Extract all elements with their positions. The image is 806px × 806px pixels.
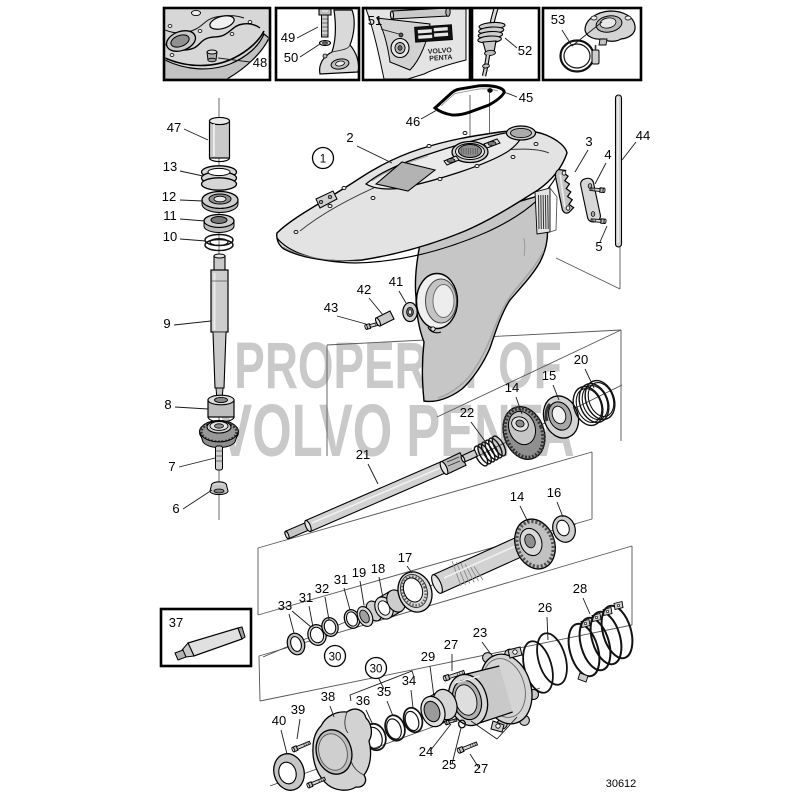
svg-text:9: 9 bbox=[163, 316, 170, 331]
svg-text:44: 44 bbox=[636, 128, 650, 143]
svg-text:30612: 30612 bbox=[606, 778, 637, 790]
svg-text:31: 31 bbox=[299, 590, 313, 605]
svg-text:27: 27 bbox=[444, 637, 458, 652]
svg-text:36: 36 bbox=[356, 693, 370, 708]
svg-text:35: 35 bbox=[377, 684, 391, 699]
svg-text:19: 19 bbox=[352, 565, 366, 580]
svg-text:51: 51 bbox=[368, 13, 382, 28]
svg-text:1: 1 bbox=[320, 154, 326, 166]
svg-text:42: 42 bbox=[357, 282, 371, 297]
svg-text:8: 8 bbox=[164, 397, 171, 412]
svg-text:29: 29 bbox=[421, 649, 435, 664]
svg-text:20: 20 bbox=[574, 352, 588, 367]
svg-text:4: 4 bbox=[604, 147, 611, 162]
svg-text:40: 40 bbox=[272, 713, 286, 728]
svg-text:37: 37 bbox=[169, 615, 183, 630]
svg-text:45: 45 bbox=[519, 90, 533, 105]
svg-text:6: 6 bbox=[172, 501, 179, 516]
svg-text:49: 49 bbox=[281, 30, 295, 45]
svg-text:50: 50 bbox=[284, 50, 298, 65]
svg-text:2: 2 bbox=[346, 130, 353, 145]
svg-text:53: 53 bbox=[551, 12, 565, 27]
svg-text:47: 47 bbox=[167, 120, 181, 135]
svg-text:30: 30 bbox=[329, 652, 342, 664]
svg-text:14: 14 bbox=[510, 489, 524, 504]
svg-text:30: 30 bbox=[370, 664, 383, 676]
svg-text:28: 28 bbox=[573, 581, 587, 596]
svg-text:34: 34 bbox=[402, 673, 416, 688]
svg-text:24: 24 bbox=[419, 744, 433, 759]
svg-text:52: 52 bbox=[518, 43, 532, 58]
svg-text:PENTA: PENTA bbox=[429, 54, 453, 63]
svg-text:41: 41 bbox=[389, 274, 403, 289]
svg-text:38: 38 bbox=[321, 689, 335, 704]
svg-text:12: 12 bbox=[162, 189, 176, 204]
svg-text:7: 7 bbox=[168, 459, 175, 474]
svg-text:PROPERTY OF: PROPERTY OF bbox=[234, 330, 561, 403]
svg-text:16: 16 bbox=[547, 485, 561, 500]
svg-text:43: 43 bbox=[324, 300, 338, 315]
svg-text:17: 17 bbox=[398, 550, 412, 565]
svg-text:15: 15 bbox=[542, 368, 556, 383]
svg-text:23: 23 bbox=[473, 625, 487, 640]
svg-text:VOLVO: VOLVO bbox=[428, 47, 453, 56]
svg-text:31: 31 bbox=[334, 572, 348, 587]
svg-text:18: 18 bbox=[371, 561, 385, 576]
svg-text:46: 46 bbox=[406, 114, 420, 129]
svg-text:48: 48 bbox=[253, 55, 267, 70]
svg-text:3: 3 bbox=[585, 134, 592, 149]
svg-text:21: 21 bbox=[356, 447, 370, 462]
svg-text:22: 22 bbox=[460, 405, 474, 420]
svg-text:10: 10 bbox=[163, 229, 177, 244]
svg-text:32: 32 bbox=[315, 581, 329, 596]
svg-text:13: 13 bbox=[163, 159, 177, 174]
svg-text:33: 33 bbox=[278, 598, 292, 613]
svg-text:26: 26 bbox=[538, 600, 552, 615]
svg-text:14: 14 bbox=[505, 380, 519, 395]
svg-text:25: 25 bbox=[442, 757, 456, 772]
svg-text:39: 39 bbox=[291, 702, 305, 717]
svg-text:5: 5 bbox=[595, 239, 602, 254]
svg-text:11: 11 bbox=[163, 208, 177, 223]
